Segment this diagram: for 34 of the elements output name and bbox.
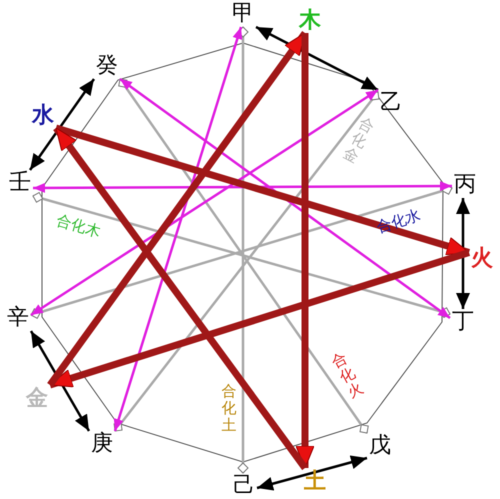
double-arrow (456, 198, 470, 309)
stem-label: 乙 (378, 90, 404, 116)
element-label: 木 (297, 7, 323, 33)
stem-label: 庚 (89, 431, 115, 457)
double-arrow (28, 78, 96, 171)
connector-line (238, 26, 248, 474)
double-arrow (255, 26, 379, 92)
edge-label: 合化木 (54, 212, 102, 240)
edge-label: 合化火 (328, 348, 366, 402)
stem-label: 辛 (5, 305, 31, 331)
stem-label: 癸 (94, 53, 120, 79)
element-label: 水 (30, 102, 56, 128)
stem-label: 丙 (452, 172, 478, 198)
double-arrow (114, 26, 242, 432)
arrow (54, 124, 470, 256)
double-arrow (33, 181, 452, 193)
arrow (296, 33, 314, 468)
stem-label: 壬 (7, 170, 33, 196)
edge-label: 合化水 (374, 206, 422, 236)
double-arrow (30, 88, 379, 316)
edge-label: 合化金 (339, 114, 377, 166)
stem-label: 戊 (367, 433, 393, 459)
stem-label: 丁 (450, 309, 476, 335)
double-arrow (30, 330, 90, 432)
edge-label: 合化土 (222, 382, 236, 434)
element-label: 金 (24, 385, 50, 411)
stem-label: 己 (231, 473, 257, 499)
element-label: 火 (469, 245, 495, 271)
arrow (53, 126, 308, 470)
double-arrow (256, 455, 368, 491)
arrow (48, 249, 470, 388)
stem-label: 甲 (230, 1, 256, 27)
element-label: 土 (302, 468, 328, 494)
double-arrow (119, 78, 451, 320)
